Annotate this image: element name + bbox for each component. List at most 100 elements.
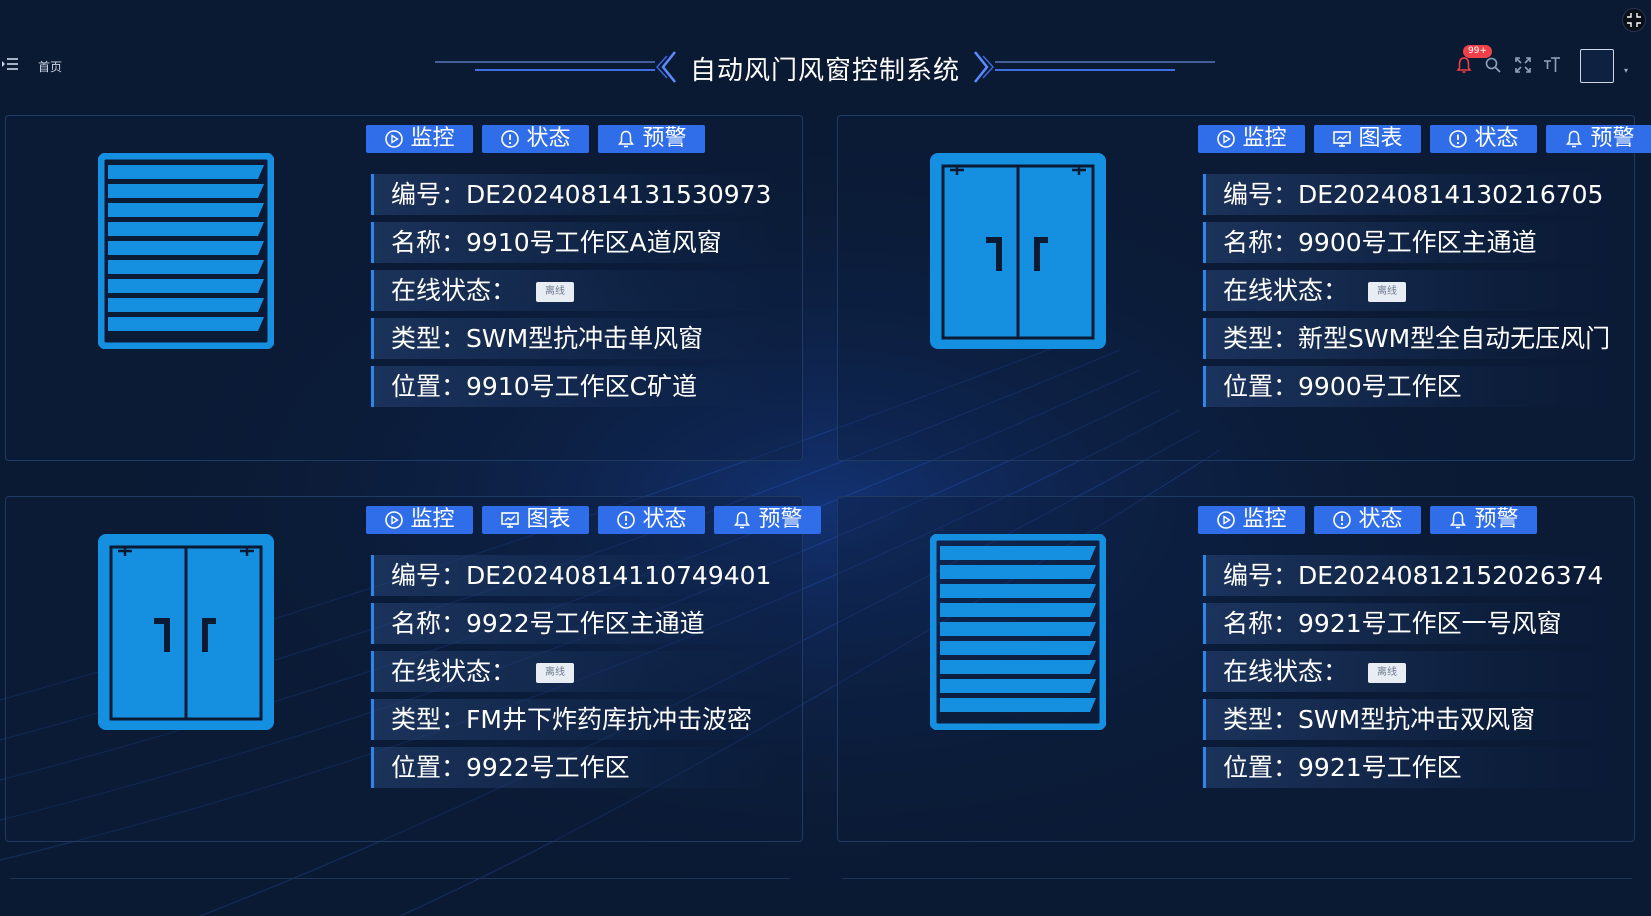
button-label: 监控	[1242, 507, 1287, 532]
field-label: 名称：	[391, 228, 467, 257]
field-value: DE20240814130216705	[1298, 180, 1604, 209]
field-label: 类型：	[391, 705, 467, 734]
search-icon[interactable]	[1484, 56, 1502, 74]
device-card: 监控 状态 预警编号：DE20240812152026374 名称：9921号工作区一…	[837, 496, 1635, 842]
field-label: 在线状态：	[391, 657, 517, 686]
status-badge: 离线	[1368, 282, 1407, 302]
button-label: 图表	[1358, 126, 1403, 151]
info-row-location: 位置：9921号工作区	[1203, 747, 1613, 788]
exit-fullscreen-icon[interactable]	[1622, 8, 1646, 32]
status-badge: 离线	[536, 282, 575, 302]
alert-icon	[732, 510, 752, 530]
alert-button[interactable]: 预警	[1546, 125, 1651, 153]
chart-button[interactable]: 图表	[482, 506, 589, 534]
button-label: 监控	[410, 507, 455, 532]
status-icon	[1448, 129, 1468, 149]
device-info-list: 编号：DE20240814110749401 名称：9922号工作区主通道在线状态…	[371, 555, 781, 795]
alert-icon	[1448, 510, 1468, 530]
info-row-location: 位置：9900号工作区	[1203, 366, 1613, 407]
field-label: 类型：	[1223, 324, 1299, 353]
chart-button[interactable]: 图表	[1314, 125, 1421, 153]
double-door-icon[interactable]	[98, 534, 274, 730]
louver-window-icon[interactable]	[97, 152, 275, 350]
button-label: 状态	[1474, 126, 1519, 151]
device-card: 监控 状态 预警编号：DE20240814131530973 名称：9910号工作区A…	[5, 115, 803, 461]
status-icon	[616, 510, 636, 530]
font-size-icon[interactable]	[1543, 56, 1561, 74]
field-label: 在线状态：	[391, 276, 517, 305]
status-badge: 离线	[536, 663, 575, 683]
button-label: 预警	[1590, 126, 1635, 151]
monitor-icon	[1216, 510, 1236, 530]
status-badge: 离线	[1368, 663, 1407, 683]
field-value: DE20240814131530973	[466, 180, 772, 209]
monitor-button[interactable]: 监控	[1198, 125, 1305, 153]
alert-icon	[616, 129, 636, 149]
field-label: 类型：	[391, 324, 467, 353]
field-label: 编号：	[1223, 561, 1299, 590]
alert-button[interactable]: 预警	[1430, 506, 1537, 534]
divider	[10, 878, 790, 879]
status-button[interactable]: 状态	[598, 506, 705, 534]
field-label: 在线状态：	[1223, 657, 1349, 686]
monitor-button[interactable]: 监控	[1198, 506, 1305, 534]
chart-icon	[1332, 129, 1352, 149]
menu-toggle-icon[interactable]	[2, 56, 18, 70]
field-value: 9910号工作区A道风窗	[466, 228, 722, 257]
field-label: 编号：	[391, 561, 467, 590]
info-row-name: 名称：9910号工作区A道风窗	[371, 222, 781, 263]
field-value: DE20240812152026374	[1298, 561, 1604, 590]
status-icon	[1332, 510, 1352, 530]
field-value: 9921号工作区	[1298, 753, 1462, 782]
info-row-code: 编号：DE20240814131530973	[371, 174, 781, 215]
info-row-online-status: 在线状态： 离线	[371, 651, 781, 692]
device-info-list: 编号：DE20240812152026374 名称：9921号工作区一号风窗在线状…	[1203, 555, 1613, 795]
monitor-icon	[384, 510, 404, 530]
status-button[interactable]: 状态	[482, 125, 589, 153]
monitor-button[interactable]: 监控	[366, 125, 473, 153]
fullscreen-icon[interactable]	[1514, 56, 1532, 74]
info-row-type: 类型：FM井下炸药库抗冲击波密	[371, 699, 781, 740]
field-label: 编号：	[391, 180, 467, 209]
monitor-button[interactable]: 监控	[366, 506, 473, 534]
info-row-online-status: 在线状态：离线	[1203, 270, 1613, 311]
top-bar: 首页 自动风门风窗控制系统 99+	[0, 0, 1651, 135]
chevron-down-icon[interactable]: ▾	[1624, 66, 1629, 75]
title-left-ornament	[435, 42, 685, 92]
status-button[interactable]: 状态	[1430, 125, 1537, 153]
info-row-type: 类型：SWM型抗冲击单风窗	[371, 318, 781, 359]
field-label: 名称：	[1223, 609, 1299, 638]
breadcrumb-home[interactable]: 首页	[38, 60, 63, 74]
title-right-ornament	[965, 42, 1215, 92]
info-row-location: 位置：9910号工作区C矿道	[371, 366, 781, 407]
button-label: 预警	[1474, 507, 1519, 532]
bell-icon[interactable]	[1455, 56, 1473, 74]
field-value: SWM型抗冲击双风窗	[1298, 705, 1536, 734]
field-value: 9922号工作区	[466, 753, 630, 782]
field-value: 9921号工作区一号风窗	[1298, 609, 1562, 638]
field-value: 9900号工作区	[1298, 372, 1462, 401]
double-door-icon[interactable]	[930, 153, 1106, 349]
button-label: 监控	[410, 126, 455, 151]
field-label: 名称：	[391, 609, 467, 638]
button-label: 状态	[526, 126, 571, 151]
button-label: 图表	[526, 507, 571, 532]
field-value: SWM型抗冲击单风窗	[466, 324, 704, 353]
status-button[interactable]: 状态	[1314, 506, 1421, 534]
avatar[interactable]	[1580, 49, 1614, 83]
alert-button[interactable]: 预警	[714, 506, 821, 534]
info-row-online-status: 在线状态： 离线	[1203, 651, 1613, 692]
monitor-icon	[384, 129, 404, 149]
alert-button[interactable]: 预警	[598, 125, 705, 153]
field-value: DE20240814110749401	[466, 561, 772, 590]
field-label: 位置：	[1223, 753, 1299, 782]
louver-window-icon[interactable]	[929, 533, 1107, 731]
info-row-code: 编号：DE20240814130216705	[1203, 174, 1613, 215]
info-row-code: 编号：DE20240812152026374	[1203, 555, 1613, 596]
field-label: 位置：	[391, 372, 467, 401]
field-label: 编号：	[1223, 180, 1299, 209]
field-label: 类型：	[1223, 705, 1299, 734]
field-value: 9922号工作区主通道	[466, 609, 705, 638]
